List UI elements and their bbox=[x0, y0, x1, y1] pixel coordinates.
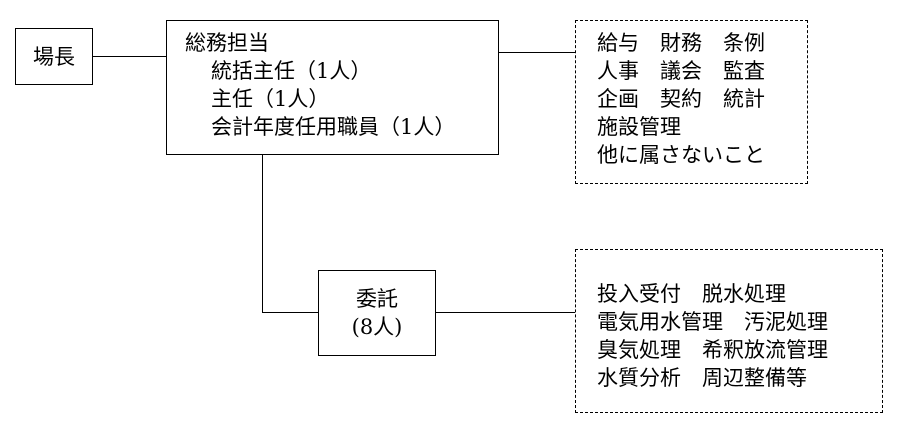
contract-title: 委託 bbox=[356, 287, 398, 311]
contract-duty-row: 水質分析 周辺整備等 bbox=[597, 366, 807, 390]
chief-box: 場長 bbox=[15, 28, 93, 85]
contract-count: (8人) bbox=[351, 315, 403, 339]
contract-duties-box: 投入受付 脱水処理 電気用水管理 汚泥処理 臭気処理 希釈放流管理 水質分析 周… bbox=[575, 249, 883, 413]
contract-duty-row: 投入受付 脱水処理 bbox=[597, 282, 786, 306]
connector-chief-general bbox=[93, 56, 166, 57]
connector-general-down bbox=[262, 155, 263, 313]
duty-row: 施設管理 bbox=[597, 115, 681, 139]
duty-row: 企画 契約 統計 bbox=[597, 87, 765, 111]
connector-general-duties bbox=[499, 52, 575, 53]
member-item: 統括主任（1人） bbox=[211, 59, 372, 83]
member-item: 主任（1人） bbox=[211, 87, 330, 111]
connector-to-contract bbox=[262, 312, 318, 313]
chief-label: 場長 bbox=[33, 44, 75, 69]
duty-row: 給与 財務 条例 bbox=[597, 31, 765, 55]
duty-row: 人事 議会 監査 bbox=[597, 59, 765, 83]
contract-box: 委託 (8人) bbox=[318, 270, 436, 356]
member-item: 会計年度任用職員（1人） bbox=[211, 115, 456, 139]
general-affairs-box: 総務担当 統括主任（1人） 主任（1人） 会計年度任用職員（1人） bbox=[166, 20, 499, 155]
general-affairs-title: 総務担当 bbox=[185, 31, 269, 55]
duty-row: 他に属さないこと bbox=[597, 143, 765, 167]
general-duties-box: 給与 財務 条例 人事 議会 監査 企画 契約 統計 施設管理 他に属さないこと bbox=[575, 20, 808, 184]
contract-duty-row: 臭気処理 希釈放流管理 bbox=[597, 338, 828, 362]
connector-contract-duties bbox=[436, 312, 575, 313]
contract-duty-row: 電気用水管理 汚泥処理 bbox=[597, 310, 828, 334]
